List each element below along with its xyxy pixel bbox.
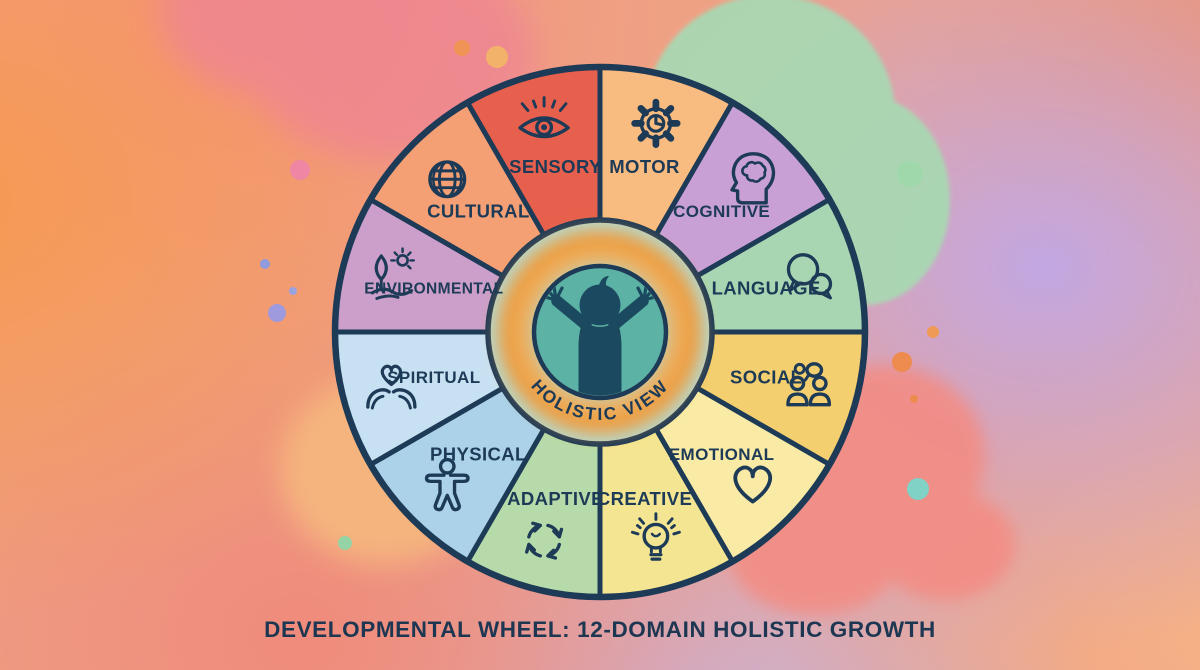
decor-dot [289,287,297,295]
heart-icon [733,465,772,504]
segment-label-cognitive: COGNITIVE [673,202,770,221]
hub-glow-soft [518,250,682,414]
decor-dot [454,40,470,56]
decor-dot [338,536,352,550]
segment-label-language: LANGUAGE [712,277,821,298]
decor-dots [260,40,939,550]
wheel-rim [331,63,869,601]
eye-icon [518,96,570,139]
head-brain-icon [730,152,776,205]
decor-dot [907,478,929,500]
segment-label-cultural: CULTURAL [427,200,530,221]
speech-bubbles-icon [786,253,833,300]
decor-dot [260,259,270,269]
segment-label-motor: MOTOR [609,156,680,177]
lightbulb-icon [630,512,681,561]
hands-heart-icon [366,364,417,410]
decor-dot [892,352,912,372]
segment-label-emotional: EMOTIONAL [669,445,775,464]
decor-dot [897,161,923,187]
decor-dot [290,160,310,180]
segment-label-adaptive: ADAPTIVE [507,488,604,509]
page-title: DEVELOPMENTAL WHEEL: 12-DOMAIN HOLISTIC … [264,617,936,642]
child-silhouette-icon [543,276,657,396]
hub-glow [498,230,702,434]
cycle-arrows-icon [525,521,564,560]
segment-label-physical: PHYSICAL [430,444,527,465]
segment-label-social: SOCIAL [730,366,802,387]
nature-icon [370,247,415,300]
person-icon [424,457,470,512]
gear-icon [631,98,681,149]
segment-label-creative: CREATIVE [597,488,692,509]
decor-dot [486,46,508,68]
pink-bottom-right-blob [730,365,1015,615]
decor-dot [927,326,939,338]
globe-icon [428,160,467,199]
decor-dot [268,304,286,322]
segment-label-sensory: SENSORY [509,156,602,177]
decor-dot [910,395,918,403]
segment-label-spiritual: SPIRITUAL [387,368,480,387]
segment-label-environmental: ENVIRONMENTAL [364,281,503,298]
people-group-icon [786,362,832,407]
